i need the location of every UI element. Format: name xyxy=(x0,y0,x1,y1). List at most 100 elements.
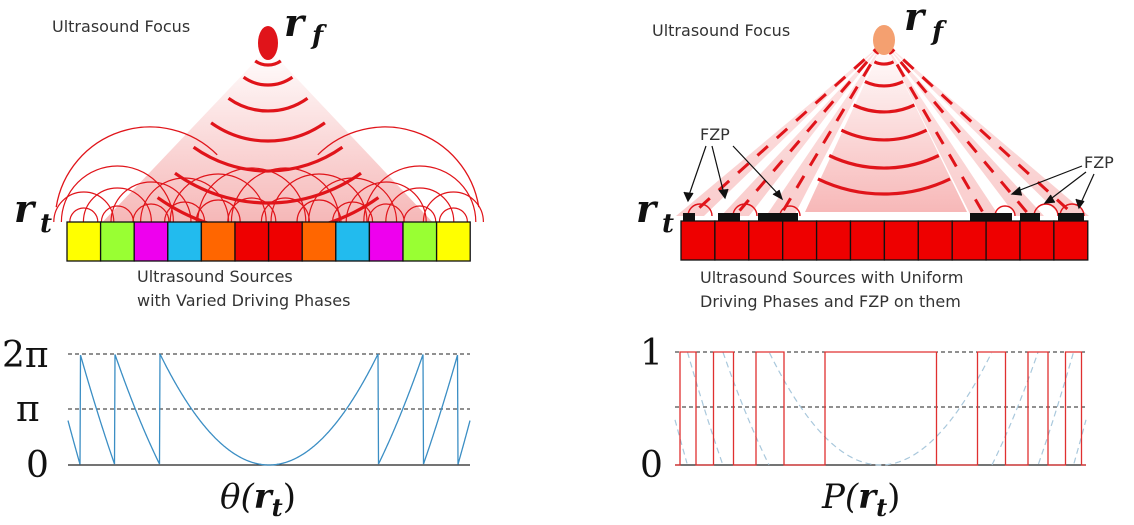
transducer-element xyxy=(985,220,1021,261)
wavelet-arc xyxy=(403,205,437,223)
transducer-element xyxy=(368,221,404,262)
focusing-cone xyxy=(805,42,967,212)
transducer-element xyxy=(200,221,236,262)
fzp-beam xyxy=(766,42,884,216)
wavelet-arc xyxy=(345,181,427,223)
y-tick-2pi: 2π xyxy=(2,335,49,376)
focus-label: Ultrasound Focus xyxy=(52,17,190,36)
transducer-element xyxy=(714,220,750,261)
fzp-beam-dashes xyxy=(882,41,1032,217)
y-tick-one: 1 xyxy=(640,333,663,374)
fzp-plate xyxy=(683,213,695,221)
x-label-sub: t xyxy=(876,493,887,522)
fzp-plate xyxy=(758,213,798,221)
transducer-element xyxy=(883,220,919,261)
transducer-element xyxy=(267,221,303,262)
transducer-element xyxy=(680,220,716,261)
wavelet-arc xyxy=(367,203,405,223)
caption-line1: Ultrasound Sources xyxy=(137,267,293,286)
transducer-element xyxy=(951,220,987,261)
focusing-cone xyxy=(95,48,440,230)
transducer-element xyxy=(815,220,852,261)
pattern-plot: 1 0 P(rt) xyxy=(640,333,1087,522)
wavefront-arc xyxy=(242,75,294,87)
transducer-element xyxy=(335,221,371,262)
fzp-beams xyxy=(676,40,1089,218)
fzp-wavelets xyxy=(687,203,1085,217)
x-label-close: ) xyxy=(283,477,296,517)
caption-line2: Driving Phases and FZP on them xyxy=(700,292,961,311)
focus-symbol: r xyxy=(284,0,307,45)
x-axis-label: P(rt) xyxy=(821,477,900,522)
transducer-array xyxy=(66,221,471,262)
wavelet-arc xyxy=(164,201,206,223)
wavelet-arc xyxy=(69,207,99,223)
wavelet-arc xyxy=(82,187,152,223)
transducer-element xyxy=(66,221,102,262)
wavefront-arc xyxy=(828,154,940,170)
transducer-element xyxy=(782,220,818,261)
wavelet-arc xyxy=(60,165,174,223)
caption-line1: Ultrasound Sources with Uniform xyxy=(700,268,963,287)
wavelet-arc xyxy=(110,181,192,223)
x-label-sub: t xyxy=(272,493,283,522)
phase-plot: 2π π 0 θ(rt) xyxy=(2,335,471,522)
wavelet-arc xyxy=(260,197,310,223)
transducer-element xyxy=(99,221,135,262)
wavelet-arc xyxy=(732,203,758,217)
x-axis-label: θ(rt) xyxy=(220,477,296,522)
fzp-label-left: FZP xyxy=(700,125,730,144)
x-label-var: r xyxy=(254,477,274,517)
x-label-func: θ( xyxy=(220,477,254,517)
transducer-array xyxy=(680,220,1089,261)
wavefront-arc xyxy=(817,177,951,196)
wavefront-arc xyxy=(192,145,344,173)
wavelet-arc xyxy=(100,205,134,223)
wavelet-arc xyxy=(132,203,170,223)
fzp-beam-dashes xyxy=(733,41,886,217)
wavefront-arc xyxy=(852,103,916,114)
fzp-pattern-curve xyxy=(675,351,1086,466)
target-subscript: t xyxy=(40,209,52,239)
wavelet-arc xyxy=(317,126,480,208)
fzp-plate xyxy=(970,213,1012,221)
transducer-element xyxy=(1053,220,1089,261)
wavelet-arc xyxy=(1059,203,1085,217)
transducer-element xyxy=(849,220,886,261)
fzp-plates xyxy=(683,213,1084,221)
focus-spot xyxy=(258,26,278,60)
wavefront-arc xyxy=(210,121,326,143)
transducer-element xyxy=(234,221,270,262)
y-tick-zero: 0 xyxy=(640,445,663,486)
wavelet-arc xyxy=(55,126,218,208)
wavelet-arc xyxy=(994,205,1016,217)
fzp-beam xyxy=(884,42,1044,216)
transducer-element xyxy=(402,221,438,262)
focus-subscript: f xyxy=(310,21,327,51)
focus-spot xyxy=(873,25,895,55)
target-symbol: r xyxy=(636,186,659,231)
wavefront-arc xyxy=(864,80,904,88)
caption-line2: with Varied Driving Phases xyxy=(137,291,350,310)
converging-wavefronts xyxy=(817,60,951,196)
fzp-pointer-arrows xyxy=(683,145,1095,210)
wavefront-arc xyxy=(873,60,895,66)
transducer-element xyxy=(1019,220,1055,261)
fzp-beam-dashes xyxy=(882,40,1077,218)
transducer-element xyxy=(167,221,203,262)
x-label-func: P( xyxy=(821,477,859,517)
x-label-var: r xyxy=(858,477,878,517)
wavefront-arc xyxy=(227,96,309,113)
fzp-plate xyxy=(1020,213,1040,221)
wavelet-arc xyxy=(332,201,374,223)
fzp-beam xyxy=(884,42,999,216)
wavelet-arc xyxy=(227,197,277,223)
transducer-element xyxy=(301,221,337,262)
transducer-element xyxy=(435,221,471,262)
fzp-beam xyxy=(721,42,884,216)
wavefront-arc xyxy=(840,128,928,142)
wavelet-arc xyxy=(1033,203,1059,217)
target-symbol: r xyxy=(14,186,37,231)
transducer-element xyxy=(748,220,784,261)
y-tick-zero: 0 xyxy=(26,445,49,486)
